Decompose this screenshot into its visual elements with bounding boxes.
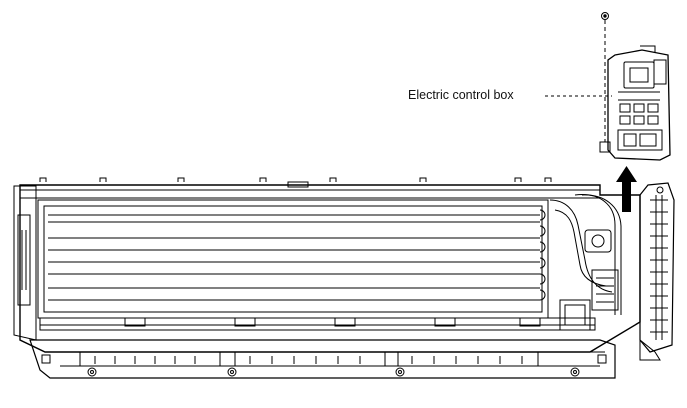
right-side-cover: [639, 182, 675, 361]
drain-pan: [39, 317, 596, 331]
evaporator-coil: [37, 199, 549, 319]
bottom-chassis: [29, 339, 616, 379]
right-piping-assembly: [549, 194, 622, 331]
callout-leader: [545, 12, 612, 142]
electric-control-box: [599, 45, 671, 161]
callout-marker-icon: [601, 12, 609, 20]
electric-control-box-label: Electric control box: [408, 88, 514, 102]
removal-arrow-up-icon: [616, 166, 637, 212]
indoor-unit-body: [19, 177, 641, 353]
left-side-cover: [13, 185, 37, 341]
